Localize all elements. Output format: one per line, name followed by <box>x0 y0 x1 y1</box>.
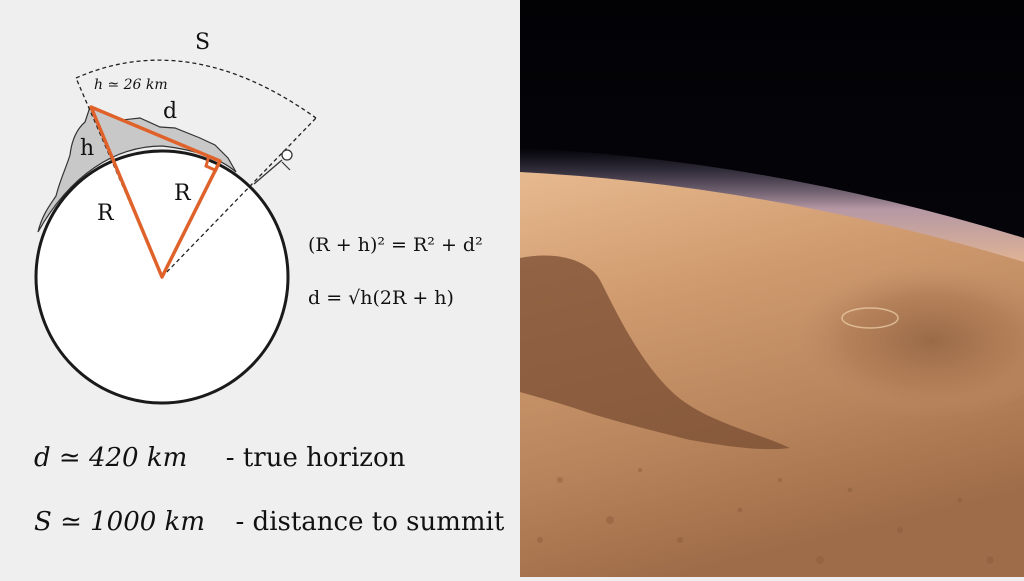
label-r-left: R <box>97 201 115 226</box>
mountain-silhouette <box>37 106 237 233</box>
mars-horizon-photo <box>520 0 1024 577</box>
label-h-top: h ≃ 26 km <box>94 77 168 93</box>
right-angle-marker <box>204 155 218 173</box>
label-r-right: R <box>174 181 192 206</box>
result-s-value: S ≃ 1000 km <box>34 507 205 537</box>
result-s-label: - distance to summit <box>235 507 505 537</box>
horizon-triangle <box>89 105 222 279</box>
label-h: h <box>80 136 94 161</box>
label-d: d <box>163 99 177 124</box>
mars-photo-illustration <box>520 0 1024 577</box>
diagram-panel: S h ≃ 26 km d h R R (R + h)² = R² + d² d… <box>34 30 505 537</box>
result-d-value: d ≃ 420 km <box>34 443 188 473</box>
result-true-horizon: d ≃ 420 km - true horizon <box>34 443 405 473</box>
observer-icon <box>253 149 293 185</box>
radius-to-observer-dashed <box>161 117 317 278</box>
result-distance-summit: S ≃ 1000 km - distance to summit <box>34 507 504 537</box>
label-s: S <box>195 30 210 55</box>
formula-pythagoras: (R + h)² = R² + d² <box>308 234 483 256</box>
formula-d: d = √h(2R + h) <box>308 287 454 309</box>
result-d-label: - true horizon <box>225 443 406 473</box>
geometry-diagram: S h ≃ 26 km d h R R <box>34 30 317 405</box>
arc-s <box>75 59 317 119</box>
